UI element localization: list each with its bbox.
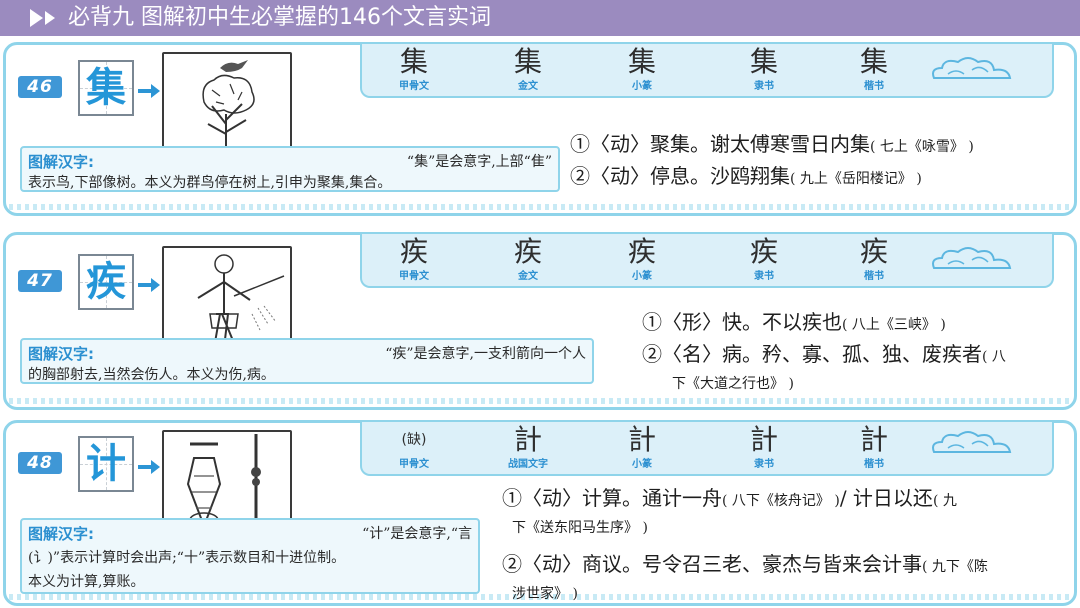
script-forms-bar: 疾甲骨文 疾金文 疾小篆 疾隶书 疾楷书 — [360, 234, 1054, 288]
meaning-1: ①〈动〉计算。通计一舟( 八下《核舟记》 )/ 计日以还( 九 — [502, 486, 957, 510]
meaning-2: ②〈名〉病。矜、寡、孤、独、废疾者( 八 — [642, 342, 1006, 366]
play-arrow-small-icon — [45, 11, 55, 25]
script-form-jiaguwen: 集甲骨文 — [399, 45, 429, 92]
script-form-kaishu: 計楷书 — [859, 423, 888, 470]
explanation-line-2: 的胸部射去,当然会伤人。本义为伤,病。 — [28, 367, 275, 383]
meaning-2-continued: 涉世家》 ) — [512, 586, 578, 602]
character-box: 集 — [78, 60, 134, 116]
script-form-lishu: 計隶书 — [749, 423, 778, 470]
explanation-line-1: “集”是会意字,上部“隹” — [406, 154, 552, 170]
card-bottom-stripe — [9, 204, 1071, 210]
script-form-jiaguwen: 疾甲骨文 — [399, 235, 429, 282]
script-form-kaishu: 疾楷书 — [859, 235, 888, 282]
script-form-lishu: 集隶书 — [749, 45, 778, 92]
explanation-line-1: “计”是会意字,“言 — [362, 526, 472, 542]
cloud-decoration-icon — [932, 247, 1012, 269]
meaning-1: ①〈形〉快。不以疾也( 八上《三峡》 ) — [642, 310, 946, 334]
script-form-xiaozhuan: 集小篆 — [627, 45, 656, 92]
script-form-zhanguo: 計战国文字 — [508, 423, 548, 470]
explanation-panel: 图解汉字: “集”是会意字,上部“隹” 表示鸟,下部像树。本义为群鸟停在树上,引… — [20, 146, 560, 192]
explanation-line-1: “疾”是会意字,一支利箭向一个人 — [385, 346, 586, 362]
page-title: 必背九 图解初中生必掌握的146个文言实词 — [68, 5, 491, 30]
cloud-decoration-icon — [932, 431, 1012, 453]
character-box: 计 — [78, 436, 134, 492]
card-bottom-stripe — [9, 594, 1071, 600]
character: 集 — [86, 65, 126, 111]
meaning-2: ②〈动〉商议。号令召三老、豪杰与皆来会计事( 九下《陈 — [502, 552, 988, 576]
card-bottom-stripe — [9, 398, 1071, 404]
meaning-2-continued: 下《大道之行也》 ) — [672, 376, 794, 392]
arrow-right-icon — [138, 278, 160, 292]
page-header: 必背九 图解初中生必掌握的146个文言实词 — [0, 0, 1080, 36]
arrow-right-icon — [138, 460, 160, 474]
script-form-xiaozhuan: 疾小篆 — [627, 235, 656, 282]
explanation-line-2: (讠)”表示计算时会出声;“十”表示数目和十进位制。 — [28, 550, 346, 566]
card-number: 48 — [18, 452, 62, 474]
explanation-tag: 图解汉字: — [28, 153, 94, 171]
script-form-jinwen: 疾金文 — [513, 235, 542, 282]
cloud-decoration-icon — [932, 57, 1012, 79]
explanation-panel: 图解汉字: “计”是会意字,“言 (讠)”表示计算时会出声;“十”表示数目和十进… — [20, 518, 480, 594]
illustration-bird-on-tree — [162, 52, 292, 162]
arrow-right-icon — [138, 84, 160, 98]
meaning-1: ①〈动〉聚集。谢太傅寒雪日内集( 七上《咏雪》 ) — [570, 132, 974, 156]
script-forms-bar: 集甲骨文 集金文 集小篆 集隶书 集楷书 — [360, 44, 1054, 98]
meaning-1-continued: 下《送东阳马生序》 ) — [512, 520, 648, 536]
explanation-line-3: 本义为计算,算账。 — [28, 574, 145, 590]
script-form-jinwen: 集金文 — [513, 45, 542, 92]
play-arrow-icon — [30, 9, 43, 27]
explanation-tag: 图解汉字: — [28, 525, 94, 543]
script-form-jiaguwen: (缺)甲骨文 — [399, 432, 429, 470]
character: 疾 — [86, 259, 126, 305]
card-number: 46 — [18, 76, 62, 98]
script-form-xiaozhuan: 計小篆 — [627, 423, 656, 470]
script-form-kaishu: 集楷书 — [859, 45, 888, 92]
explanation-tag: 图解汉字: — [28, 345, 94, 363]
explanation-line-2: 表示鸟,下部像树。本义为群鸟停在树上,引申为聚集,集合。 — [28, 175, 392, 191]
script-forms-bar: (缺)甲骨文 計战国文字 計小篆 計隶书 計楷书 — [360, 422, 1054, 476]
character-box: 疾 — [78, 254, 134, 310]
explanation-panel: 图解汉字: “疾”是会意字,一支利箭向一个人 的胸部射去,当然会伤人。本义为伤,… — [20, 338, 594, 384]
script-form-lishu: 疾隶书 — [749, 235, 778, 282]
card-number: 47 — [18, 270, 62, 292]
meaning-2: ②〈动〉停息。沙鸥翔集( 九上《岳阳楼记》 ) — [570, 164, 922, 188]
character: 计 — [86, 441, 126, 487]
